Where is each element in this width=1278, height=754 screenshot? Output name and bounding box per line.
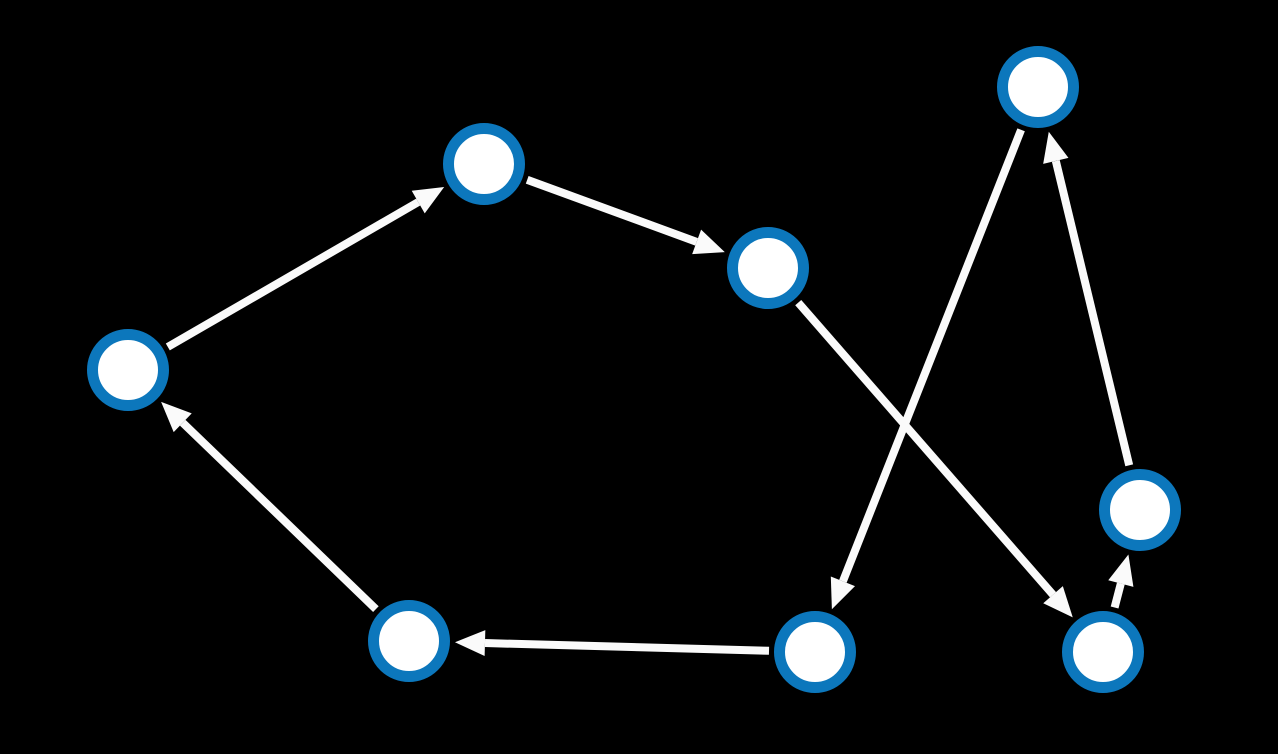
- edge-shaft: [1110, 582, 1125, 609]
- edge-shaft: [795, 300, 1057, 598]
- graph-node[interactable]: [727, 227, 809, 309]
- edge-shaft: [179, 419, 379, 612]
- graph-edge: [525, 176, 725, 255]
- node-layer: [87, 46, 1181, 693]
- node-fill: [1104, 474, 1176, 546]
- node-ring: [87, 329, 169, 411]
- graph-edge: [795, 300, 1073, 618]
- edge-shaft: [165, 198, 421, 351]
- node-fill: [779, 616, 851, 688]
- edge-arrowhead-icon: [1043, 131, 1069, 164]
- edge-arrowhead-icon: [161, 401, 192, 433]
- graph-edge: [1108, 554, 1134, 609]
- graph-edge: [161, 401, 379, 612]
- edge-arrowhead-icon: [454, 630, 486, 657]
- node-fill: [373, 605, 445, 677]
- graph-node[interactable]: [443, 123, 525, 205]
- node-fill: [732, 232, 804, 304]
- edge-arrowhead-icon: [1108, 554, 1134, 587]
- edge-arrowhead-icon: [411, 187, 445, 214]
- edge-shaft: [1051, 159, 1134, 467]
- node-ring: [997, 46, 1079, 128]
- graph-node[interactable]: [1099, 469, 1181, 551]
- edge-shaft: [525, 176, 699, 246]
- edge-arrowhead-icon: [692, 229, 725, 255]
- graph-node[interactable]: [368, 600, 450, 682]
- node-ring: [774, 611, 856, 693]
- graph-node[interactable]: [774, 611, 856, 693]
- edge-shaft: [484, 639, 770, 655]
- graph-node[interactable]: [1062, 611, 1144, 693]
- graph-edge: [454, 630, 770, 657]
- graph-node[interactable]: [997, 46, 1079, 128]
- graph-edge: [830, 128, 1025, 610]
- node-fill: [1002, 51, 1074, 123]
- graph-node[interactable]: [87, 329, 169, 411]
- edge-arrowhead-icon: [830, 576, 855, 610]
- node-ring: [727, 227, 809, 309]
- edge-arrowhead-icon: [1043, 586, 1073, 618]
- node-ring: [368, 600, 450, 682]
- node-fill: [92, 334, 164, 406]
- edge-shaft: [839, 128, 1025, 583]
- edge-layer: [161, 128, 1134, 657]
- graph-edge: [165, 187, 445, 351]
- node-fill: [448, 128, 520, 200]
- node-ring: [1062, 611, 1144, 693]
- node-ring: [1099, 469, 1181, 551]
- graph-edge: [1043, 131, 1134, 467]
- node-fill: [1067, 616, 1139, 688]
- node-ring: [443, 123, 525, 205]
